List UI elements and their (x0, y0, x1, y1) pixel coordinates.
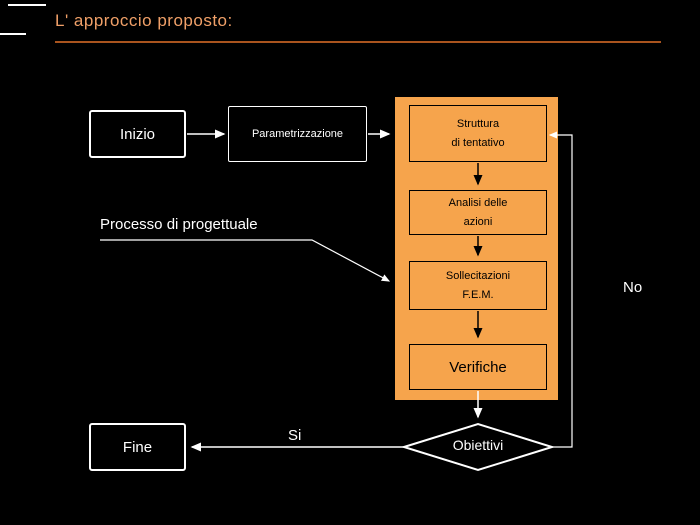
node-sollecitazioni-line2: F.E.M. (462, 289, 494, 301)
label-processo: Processo di progettuale (100, 216, 258, 233)
corner-dash-left (0, 33, 26, 35)
page-title: L' approccio proposto: (55, 11, 233, 30)
node-inizio-label: Inizio (119, 125, 156, 143)
corner-dash-top (8, 4, 46, 6)
node-sollecitazioni: Sollecitazioni F.E.M. (409, 261, 547, 310)
node-parametrizzazione-label: Parametrizzazione (251, 128, 344, 140)
node-fine-label: Fine (122, 438, 153, 456)
node-analisi-line2: azioni (463, 216, 493, 228)
node-verifiche-label: Verifiche (449, 358, 507, 376)
label-no: No (623, 279, 643, 296)
title-underline (55, 41, 661, 43)
node-struttura: Struttura di tentativo (409, 105, 547, 162)
node-analisi: Analisi delle azioni (409, 190, 547, 235)
node-verifiche: Verifiche (409, 344, 547, 390)
node-struttura-line2: di tentativo (451, 137, 505, 149)
node-obiettivi-label: Obiettivi (452, 437, 504, 453)
node-inizio: Inizio (89, 110, 186, 158)
node-analisi-line1: Analisi delle (448, 197, 508, 209)
node-sollecitazioni-line1: Sollecitazioni (445, 270, 511, 282)
node-fine: Fine (89, 423, 186, 471)
label-si: Si (288, 427, 302, 444)
node-parametrizzazione: Parametrizzazione (228, 106, 367, 162)
connector-processo-callout (100, 239, 391, 282)
node-struttura-line1: Struttura (456, 118, 500, 130)
